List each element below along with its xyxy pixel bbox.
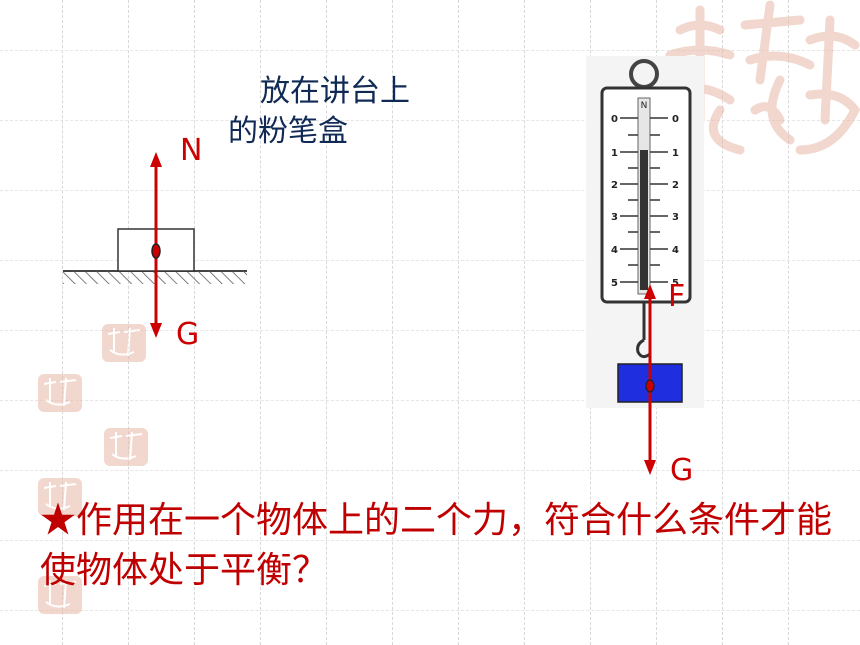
scale-spring — [640, 150, 648, 290]
tick-label-left-4: 4 — [611, 245, 618, 256]
label-G-left: G — [176, 317, 200, 352]
star-icon: ★ — [40, 500, 77, 541]
tick-label-left-5: 5 — [611, 278, 618, 289]
tick-label-right-1: 1 — [672, 148, 679, 159]
tick-label-left-3: 3 — [611, 212, 618, 223]
tick-label-left-1: 1 — [611, 148, 618, 159]
tick-label-left-0: 0 — [611, 114, 618, 125]
seal-logo — [102, 324, 146, 362]
center-of-mass-dot — [151, 243, 161, 259]
scale-ticks — [620, 117, 668, 283]
tick-label-right-0: 0 — [672, 114, 679, 125]
seal-logo — [38, 576, 82, 614]
label-F: F — [668, 279, 686, 314]
seal-logo — [38, 478, 82, 516]
tick-label-right-3: 3 — [672, 212, 679, 223]
question-body: 作用在一个物体上的二个力，符合什么条件才能使物体处于平衡？ — [40, 500, 833, 591]
gravity-force-arrowhead — [150, 323, 162, 338]
tension-force-arrowhead — [644, 284, 656, 299]
seal-logo — [38, 374, 82, 412]
block-center-dot — [645, 379, 655, 393]
label-G-right: G — [670, 453, 694, 488]
caption-line-2: 的粉笔盒 — [228, 114, 348, 149]
seal-logo — [104, 428, 148, 466]
weight-force-arrowhead — [644, 460, 656, 475]
normal-force-arrowhead — [150, 152, 162, 167]
spring-scale-diagram: N 0 0 1 1 2 2 3 3 4 4 5 5 — [586, 56, 704, 475]
caption-line-1: 放在讲台上 — [260, 74, 410, 109]
tick-label-right-2: 2 — [672, 180, 679, 191]
tick-label-right-4: 4 — [672, 245, 679, 256]
tick-label-right-5: 5 — [672, 278, 679, 289]
question-text: ★作用在一个物体上的二个力，符合什么条件才能使物体处于平衡？ — [40, 496, 840, 596]
scale-unit-label: N — [641, 101, 648, 111]
label-N: N — [180, 133, 203, 168]
caption: 放在讲台上 的粉笔盒 — [228, 72, 458, 152]
scale-hook — [636, 302, 651, 359]
chalk-box-diagram — [63, 152, 247, 338]
seal-logo — [665, 0, 860, 155]
tick-label-left-2: 2 — [611, 180, 618, 191]
